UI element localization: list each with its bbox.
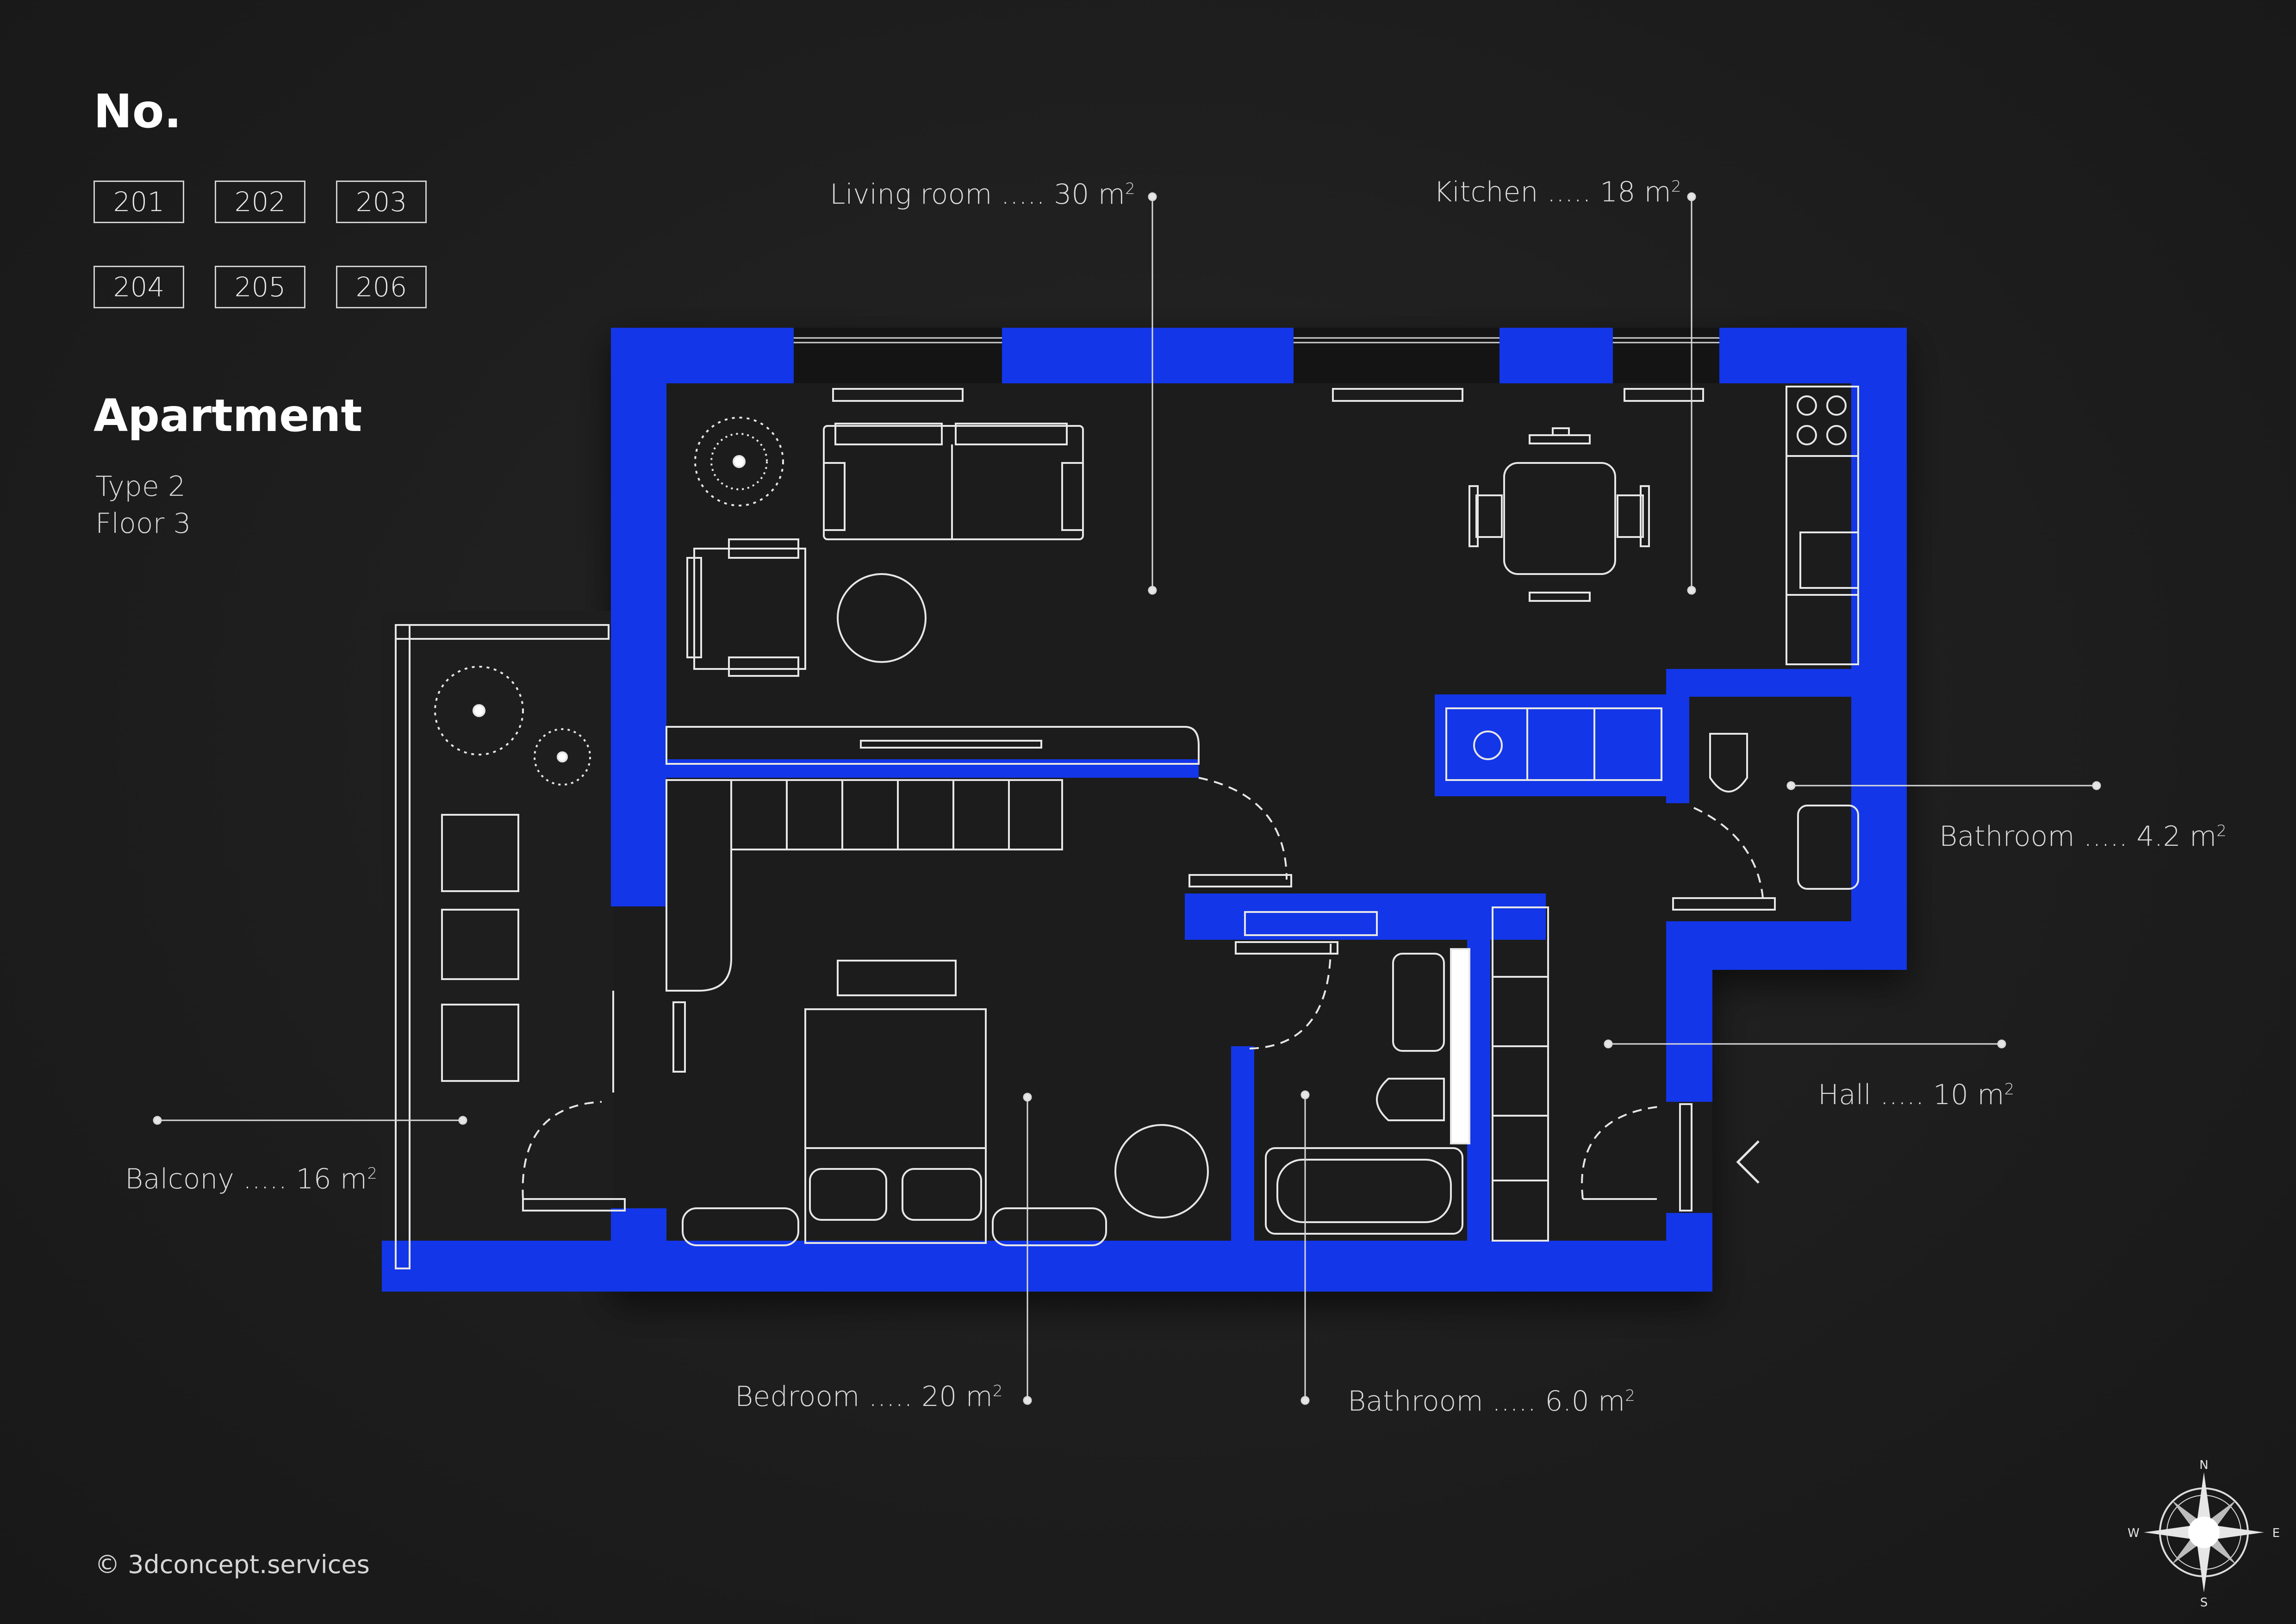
leader-dots: ..... bbox=[1871, 1079, 1933, 1111]
area-unit-exponent: 2 bbox=[1671, 177, 1681, 196]
room-area: 6.0 bbox=[1545, 1385, 1589, 1418]
windows bbox=[794, 328, 1719, 383]
room-area: 18 bbox=[1600, 176, 1636, 208]
area-unit: m bbox=[1977, 1079, 2004, 1111]
room-label-bedroom: Bedroom ..... 20 m2 bbox=[735, 1380, 1003, 1413]
room-name: Balcony bbox=[125, 1163, 234, 1195]
area-unit: m bbox=[1598, 1385, 1625, 1418]
compass-west-label: W bbox=[2128, 1526, 2140, 1540]
area-unit: m bbox=[2189, 820, 2217, 853]
room-label-bathroom-small: Bathroom ..... 4.2 m2 bbox=[1939, 820, 2227, 853]
room-area: 4.2 bbox=[2136, 820, 2181, 853]
leader-dots: ..... bbox=[2074, 820, 2137, 853]
room-label-bathroom-large: Bathroom ..... 6.0 m2 bbox=[1348, 1385, 1635, 1418]
room-name: Bathroom bbox=[1939, 820, 2075, 853]
room-area: 20 bbox=[921, 1380, 957, 1413]
apartment-floor: Floor 3 bbox=[95, 507, 191, 540]
room-name: Bedroom bbox=[735, 1380, 860, 1413]
furniture bbox=[395, 386, 1859, 1269]
apartment-title: Apartment bbox=[93, 390, 362, 442]
room-area: 16 bbox=[296, 1163, 331, 1195]
leader-lines bbox=[153, 192, 2101, 1405]
leader-dots: ..... bbox=[859, 1380, 922, 1413]
area-unit-exponent: 2 bbox=[1125, 180, 1135, 198]
area-unit: m bbox=[965, 1380, 993, 1413]
compass-south-label: S bbox=[2200, 1596, 2208, 1610]
room-label-living: Living room ..... 30 m2 bbox=[830, 178, 1135, 211]
area-unit-exponent: 2 bbox=[2004, 1080, 2015, 1099]
unit-button-201[interactable]: 201 bbox=[93, 181, 184, 223]
compass-north-label: N bbox=[2199, 1458, 2208, 1472]
room-name: Living room bbox=[830, 178, 992, 211]
unit-button-203[interactable]: 203 bbox=[336, 181, 427, 223]
compass-rose-icon bbox=[2144, 1472, 2264, 1593]
room-label-hall: Hall ..... 10 m2 bbox=[1818, 1079, 2014, 1111]
room-area: 10 bbox=[1933, 1079, 1969, 1111]
floor-area bbox=[382, 328, 1907, 1292]
leader-dots: ..... bbox=[1538, 176, 1600, 208]
compass-east-label: E bbox=[2272, 1526, 2280, 1540]
room-label-kitchen: Kitchen ..... 18 m2 bbox=[1434, 176, 1681, 208]
unit-button-206[interactable]: 206 bbox=[336, 266, 427, 308]
area-unit: m bbox=[1644, 176, 1671, 208]
room-area: 30 bbox=[1054, 178, 1089, 211]
unit-button-202[interactable]: 202 bbox=[215, 181, 305, 223]
room-name: Bathroom bbox=[1348, 1385, 1483, 1418]
area-unit-exponent: 2 bbox=[1625, 1387, 1635, 1405]
unit-number-heading: No. bbox=[93, 84, 182, 138]
area-unit: m bbox=[340, 1163, 367, 1195]
area-unit: m bbox=[1098, 178, 1126, 211]
unit-button-205[interactable]: 205 bbox=[215, 266, 305, 308]
apartment-type: Type 2 bbox=[95, 470, 186, 503]
area-unit-exponent: 2 bbox=[367, 1164, 378, 1183]
leader-dots: ..... bbox=[992, 178, 1054, 211]
entrance-arrow-icon bbox=[1736, 1140, 1760, 1184]
room-name: Hall bbox=[1818, 1079, 1872, 1111]
area-unit-exponent: 2 bbox=[2216, 822, 2227, 840]
area-unit-exponent: 2 bbox=[992, 1382, 1003, 1400]
room-label-balcony: Balcony ..... 16 m2 bbox=[125, 1163, 377, 1195]
leader-dots: ..... bbox=[234, 1163, 296, 1195]
leader-dots: ..... bbox=[1483, 1385, 1545, 1418]
copyright-text: © 3dconcept.services bbox=[95, 1550, 370, 1579]
unit-button-204[interactable]: 204 bbox=[93, 266, 184, 308]
room-name: Kitchen bbox=[1434, 176, 1538, 208]
